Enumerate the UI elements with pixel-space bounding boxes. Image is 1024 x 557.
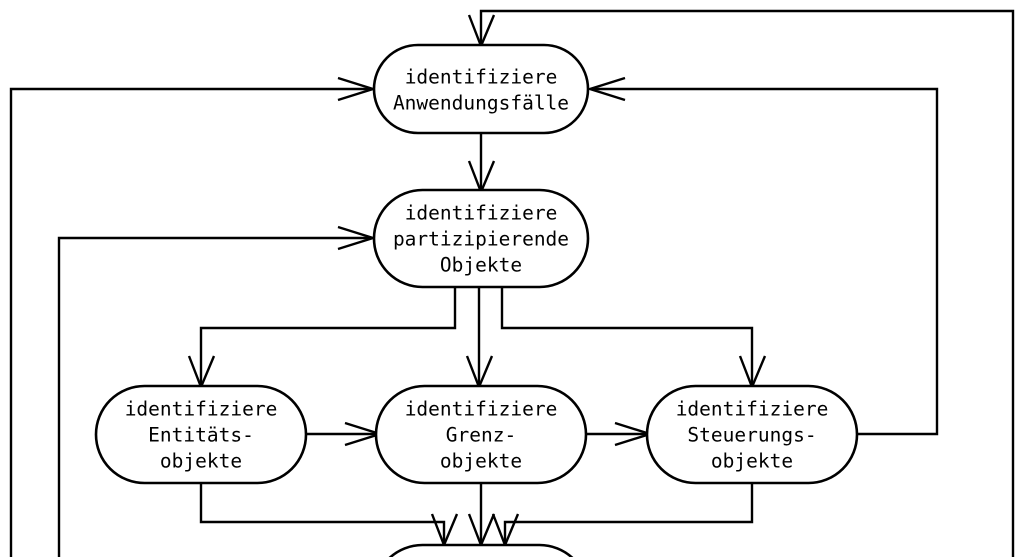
edge-left-inner-rail [57,236,371,557]
node-label-partizipierende-line-3: Objekte [440,254,522,277]
node-label-steuerungsobjekte-line-3: objekte [711,450,793,473]
edge-entitaetsobjekte-down [199,483,446,543]
node-identifiziere-partizipierende-objekte[interactable]: identifiziere partizipierende Objekte [372,188,590,289]
node-identifiziere-anwendungsfaelle[interactable]: identifiziere Anwendungsfälle [372,43,590,135]
node-shape-anwendungsfaelle [372,43,590,135]
node-shape-grenzobjekte [374,384,588,485]
node-shape-steuerungsobjekte [645,384,859,485]
node-shape-entitaetsobjekte [94,384,308,485]
edge-left-outer-rail [9,87,371,557]
node-identifiziere-entitaetsobjekte[interactable]: identifiziere Entitäts- objekte [94,384,308,485]
edge-partizipierende-fanout-left [199,287,457,385]
node-shape-partizipierende-objekte [372,188,590,289]
node-shape-bottom-clipped [388,543,574,557]
node-layer: identifiziere Anwendungsfälle identifizi… [94,43,859,557]
node-label-entitaetsobjekte-line-3: objekte [160,450,242,473]
edge-right-outer-rail [479,9,1015,557]
node-label-partizipierende-line-1: identifiziere [405,202,558,225]
node-label-anwendungsfaelle-line-1: identifiziere [405,66,558,89]
arrowhead-into-anwendungsfaelle-right [585,76,626,102]
node-label-entitaetsobjekte-line-2: Entitäts- [148,424,254,447]
node-identifiziere-grenzobjekte[interactable]: identifiziere Grenz- objekte [374,384,588,485]
node-label-anwendungsfaelle-line-2: Anwendungsfälle [393,92,569,115]
node-identifiziere-steuerungsobjekte[interactable]: identifiziere Steuerungs- objekte [645,384,859,485]
node-label-steuerungsobjekte-line-1: identifiziere [676,398,829,421]
edge-right-inner-loop [592,87,939,436]
edge-layer [9,9,1015,557]
node-label-grenzobjekte-line-3: objekte [440,450,522,473]
node-label-grenzobjekte-line-1: identifiziere [405,398,558,421]
node-bottom-clipped[interactable] [374,543,588,557]
node-label-steuerungsobjekte-line-2: Steuerungs- [687,424,816,447]
node-label-grenzobjekte-line-2: Grenz- [446,424,516,447]
edge-steuerungsobjekte-down [503,483,754,543]
edge-partizipierende-fanout-right [500,287,754,385]
node-label-partizipierende-line-2: partizipierende [393,228,569,251]
node-label-entitaetsobjekte-line-1: identifiziere [125,398,278,421]
